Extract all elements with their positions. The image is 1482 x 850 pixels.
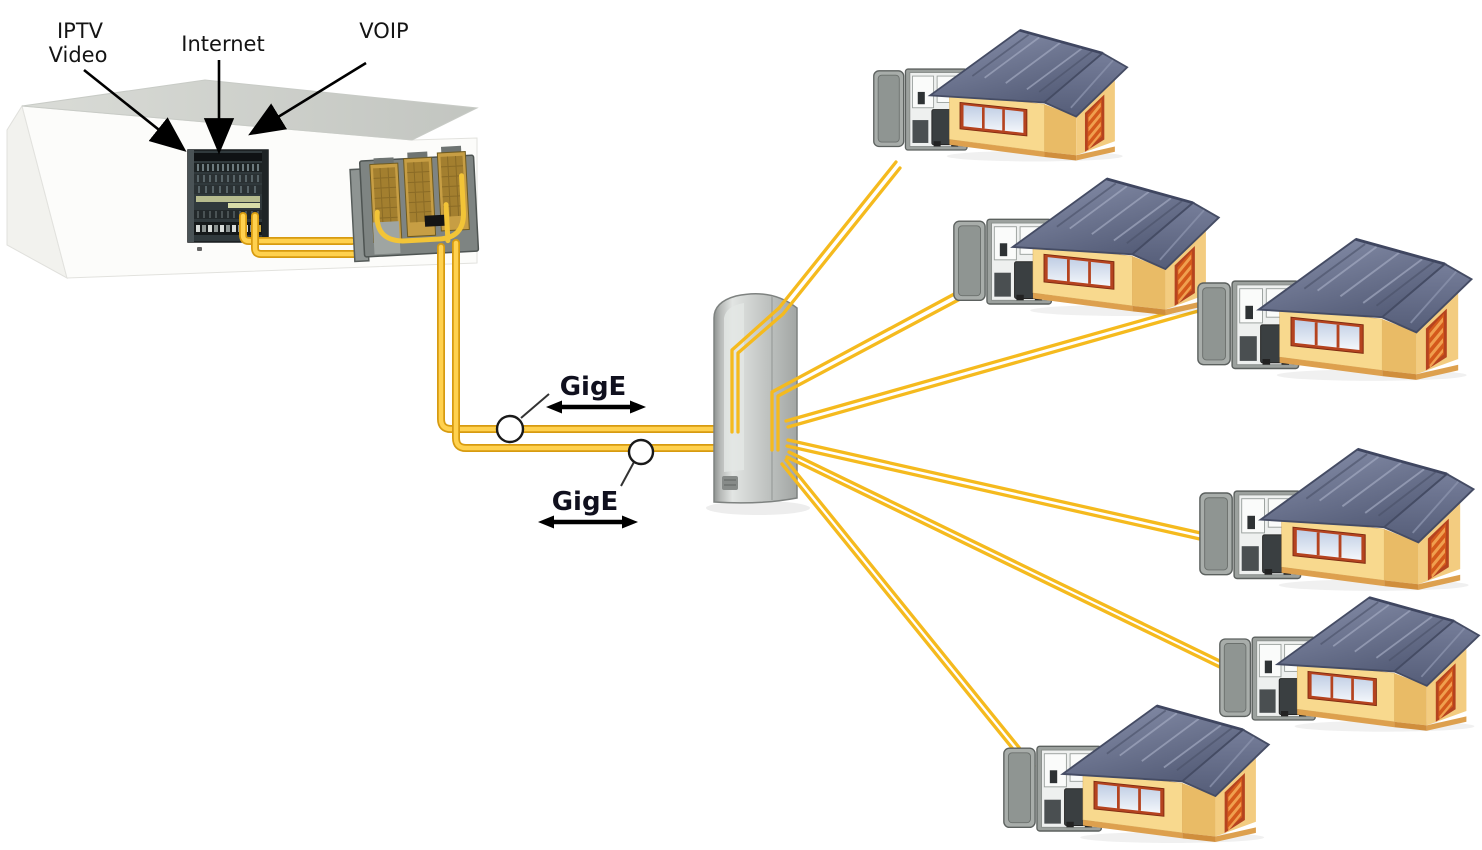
office-cable-2 <box>252 213 369 257</box>
gige-callout-lower: GigE <box>538 438 655 529</box>
drop-5b <box>785 455 1230 673</box>
fiber-shelf-icon <box>349 145 480 263</box>
rack-rail-left <box>188 150 194 242</box>
subscriber-home-4 <box>1198 447 1475 593</box>
gige-feeder-cables <box>437 239 762 452</box>
drop-3a <box>784 298 1216 423</box>
office-cable-1 <box>240 213 355 244</box>
feeder-lower <box>453 240 761 451</box>
cabinet-shadow <box>706 501 810 515</box>
drop-6a <box>784 458 1036 768</box>
gige-label-lower: GigE <box>552 487 619 517</box>
shelf-fiber-jumper-2 <box>443 202 451 244</box>
shelf-card-2 <box>403 151 437 238</box>
callout-circle-lower <box>627 438 655 466</box>
voip-arrow-icon <box>248 61 367 136</box>
rack-light-strip-2 <box>228 203 260 208</box>
span-arrow-lower-icon <box>538 515 638 529</box>
drop-4b <box>785 444 1215 544</box>
drop-2b <box>776 296 964 452</box>
rack-top-band <box>194 153 262 161</box>
drop-4a <box>786 438 1216 538</box>
iptv-arrow-icon <box>83 68 187 152</box>
span-arrow-upper-icon <box>546 400 646 414</box>
cabinet-vent-slots <box>724 479 736 486</box>
rack-light-strip <box>196 196 260 202</box>
subscriber-home-3 <box>1196 237 1473 383</box>
subscriber-home-6 <box>1002 704 1271 845</box>
drop-3b <box>786 304 1218 429</box>
service-labels: IPTV Video Internet VOIP <box>49 19 409 155</box>
cabinet-vent <box>722 476 738 490</box>
feeder-lower-edge <box>452 239 762 452</box>
fiber-drop-pairs <box>730 160 1232 772</box>
rack-slot-row-1 <box>194 163 262 172</box>
internet-label: Internet <box>181 32 264 56</box>
cabinet-highlight <box>724 303 744 472</box>
subscriber-home-5 <box>1218 596 1481 734</box>
gige-label-upper: GigE <box>560 372 627 402</box>
iptv-label-line2: Video <box>49 43 108 67</box>
shelf-fiber-jumper-1 <box>374 173 466 244</box>
callout-leader-upper <box>520 393 550 419</box>
iptv-label-line1: IPTV <box>57 19 104 43</box>
shelf-label-chip <box>424 214 448 227</box>
drop-2a <box>770 290 960 452</box>
callout-circle-upper <box>495 414 525 444</box>
drop-1b <box>736 166 902 434</box>
small-mark <box>197 247 202 251</box>
drop-6b <box>780 462 1032 772</box>
intra-office-fiber-cables <box>239 212 370 258</box>
voip-label: VOIP <box>359 19 408 43</box>
subscriber-home-1 <box>872 28 1129 163</box>
rack-slot-row-2 <box>194 174 262 183</box>
feeder-upper <box>438 244 745 432</box>
subscriber-home-2 <box>952 177 1221 318</box>
callout-leader-lower <box>620 461 635 487</box>
rack-slot-row-3 <box>194 185 262 194</box>
gige-callout-upper: GigE <box>495 372 646 444</box>
rack-rail-right <box>262 150 268 242</box>
drop-5a <box>787 450 1232 668</box>
drop-1a <box>730 160 898 434</box>
